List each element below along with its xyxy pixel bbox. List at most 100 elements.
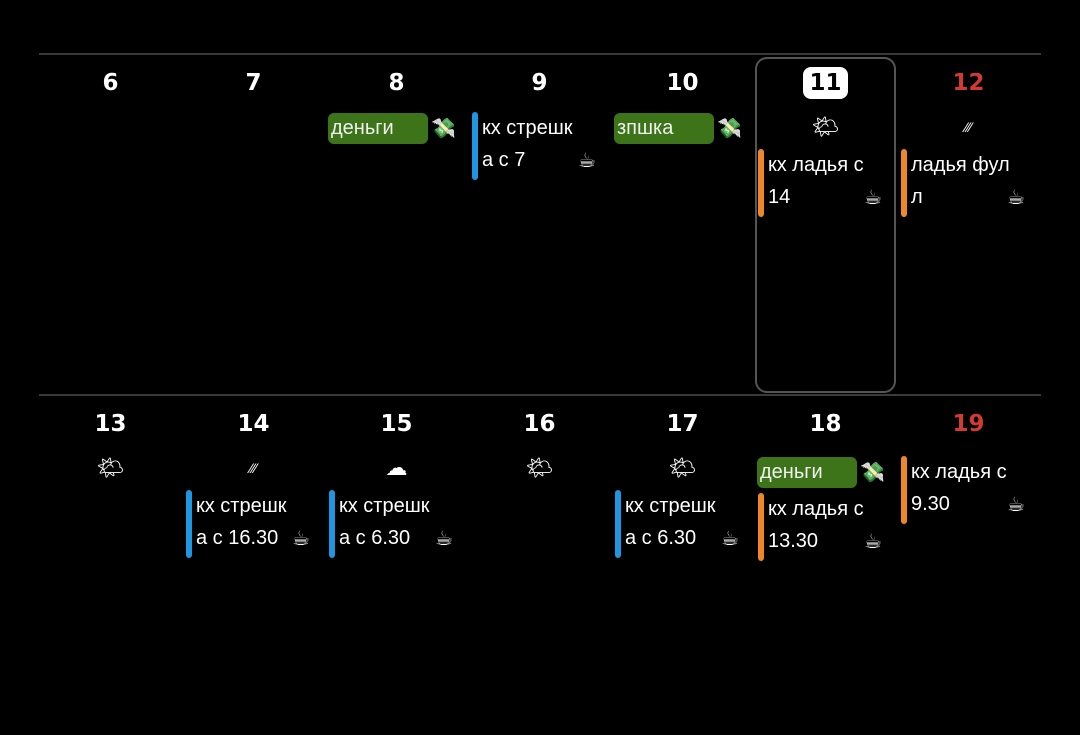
- day-events: 🌤 кх ладья с 14 ☕: [754, 112, 897, 223]
- event-title-line2: 9.30: [911, 493, 950, 515]
- coffee-icon: ☕: [1007, 187, 1025, 209]
- day-number: 6: [39, 67, 182, 99]
- event-title-line1: кх ладья с: [911, 461, 1007, 483]
- day-number: 17: [611, 408, 754, 440]
- day-number: 18: [754, 408, 897, 440]
- day-cell[interactable]: 8 деньги💸: [325, 55, 468, 394]
- day-number: 7: [182, 67, 325, 99]
- day-number-label: 19: [952, 411, 985, 437]
- day-cell[interactable]: 10 зпшка💸: [611, 55, 754, 394]
- day-cell[interactable]: 18 деньги💸 кх ладья с 13.30 ☕: [754, 396, 897, 735]
- event-chip[interactable]: деньги💸: [328, 112, 468, 144]
- day-cell[interactable]: 12 ⁄⁄⁄ ладья фул л ☕: [897, 55, 1040, 394]
- day-events: 🌤: [468, 453, 611, 490]
- event-chip[interactable]: деньги💸: [757, 456, 897, 488]
- event-title-line2: а с 6.30: [625, 527, 697, 549]
- coffee-icon: ☕: [864, 187, 882, 209]
- day-number-label: 16: [523, 411, 556, 437]
- day-cell[interactable]: 11 🌤 кх ладья с 14 ☕: [754, 55, 897, 394]
- day-number-label: 13: [94, 411, 127, 437]
- day-number-label: 12: [952, 70, 985, 96]
- today-highlight: [755, 57, 896, 393]
- weather-icon: ⁄⁄⁄: [964, 119, 972, 135]
- day-number-label: 15: [380, 411, 413, 437]
- event-title-line2: 14: [768, 186, 791, 208]
- day-number: 12: [897, 67, 1040, 99]
- event-label: зпшка: [614, 112, 714, 144]
- event-title-line2: а с 7: [482, 149, 526, 171]
- coffee-icon: ☕: [578, 150, 596, 172]
- day-number: 16: [468, 408, 611, 440]
- day-number: 14: [182, 408, 325, 440]
- weather-icon: 🌤: [811, 114, 840, 139]
- day-number: 11: [754, 67, 897, 99]
- event-title-line2: 13.30: [768, 530, 819, 552]
- day-cell[interactable]: 7: [182, 55, 325, 394]
- event-color-bar: [901, 149, 907, 217]
- event-color-bar: [901, 456, 907, 524]
- coffee-icon: ☕: [864, 531, 882, 553]
- money-icon: 💸: [717, 117, 742, 140]
- day-number-label: 17: [666, 411, 699, 437]
- weather-icon: 🌤: [96, 455, 125, 480]
- event-color-bar: [186, 490, 192, 558]
- day-number: 8: [325, 67, 468, 99]
- day-events: ⁄⁄⁄ ладья фул л ☕: [897, 112, 1040, 223]
- day-cell[interactable]: 9 кх стрешк а с 7 ☕: [468, 55, 611, 394]
- event-color-bar: [758, 493, 764, 561]
- day-number-label: 18: [809, 411, 842, 437]
- event-title-line1: кх стрешк: [196, 495, 287, 517]
- day-events: кх стрешк а с 7 ☕: [468, 112, 611, 186]
- day-events: 🌤 кх стрешк а с 6.30 ☕: [611, 453, 754, 564]
- day-cell[interactable]: 16 🌤: [468, 396, 611, 735]
- event-title-line1: ладья фул: [911, 154, 1010, 176]
- day-number-label: 7: [245, 70, 262, 96]
- event-title-line2: а с 16.30: [196, 527, 279, 549]
- day-events: деньги💸 кх ладья с 13.30 ☕: [754, 456, 897, 567]
- event-title-line1: кх стрешк: [482, 117, 573, 139]
- day-number: 9: [468, 67, 611, 99]
- day-number: 10: [611, 67, 754, 99]
- day-number-label: 10: [666, 70, 699, 96]
- event-title-line1: кх ладья с: [768, 498, 864, 520]
- event-item[interactable]: кх ладья с 9.30 ☕: [897, 456, 1040, 524]
- day-cell[interactable]: 19 кх ладья с 9.30 ☕: [897, 396, 1040, 735]
- weather-icon: 🌤: [525, 455, 554, 480]
- day-number-label: 11: [803, 67, 848, 99]
- day-number-label: 8: [388, 70, 405, 96]
- event-item[interactable]: кх ладья с 13.30 ☕: [754, 493, 897, 561]
- event-item[interactable]: кх ладья с 14 ☕: [754, 149, 897, 217]
- event-label: деньги: [328, 112, 428, 144]
- event-item[interactable]: кх стрешк а с 7 ☕: [468, 112, 611, 180]
- day-number: 13: [39, 408, 182, 440]
- coffee-icon: ☕: [435, 528, 453, 550]
- event-title-line1: кх стрешк: [625, 495, 716, 517]
- day-number-label: 9: [531, 70, 548, 96]
- day-events: кх ладья с 9.30 ☕: [897, 456, 1040, 530]
- day-events: зпшка💸: [611, 112, 754, 149]
- coffee-icon: ☕: [721, 528, 739, 550]
- event-color-bar: [472, 112, 478, 180]
- event-item[interactable]: ладья фул л ☕: [897, 149, 1040, 217]
- event-item[interactable]: кх стрешк а с 6.30 ☕: [611, 490, 754, 558]
- day-number: 15: [325, 408, 468, 440]
- event-chip[interactable]: зпшка💸: [614, 112, 754, 144]
- event-title-line2: л: [911, 186, 923, 208]
- money-icon: 💸: [860, 461, 885, 484]
- event-title-line1: кх ладья с: [768, 154, 864, 176]
- weather-icon: 🌤: [668, 455, 697, 480]
- coffee-icon: ☕: [1007, 494, 1025, 516]
- day-cell[interactable]: 13 🌤: [39, 396, 182, 735]
- weather-icon: ⁄⁄⁄: [249, 460, 257, 476]
- day-cell[interactable]: 6: [39, 55, 182, 394]
- day-cell[interactable]: 17 🌤 кх стрешк а с 6.30 ☕: [611, 396, 754, 735]
- event-title-line1: кх стрешк: [339, 495, 430, 517]
